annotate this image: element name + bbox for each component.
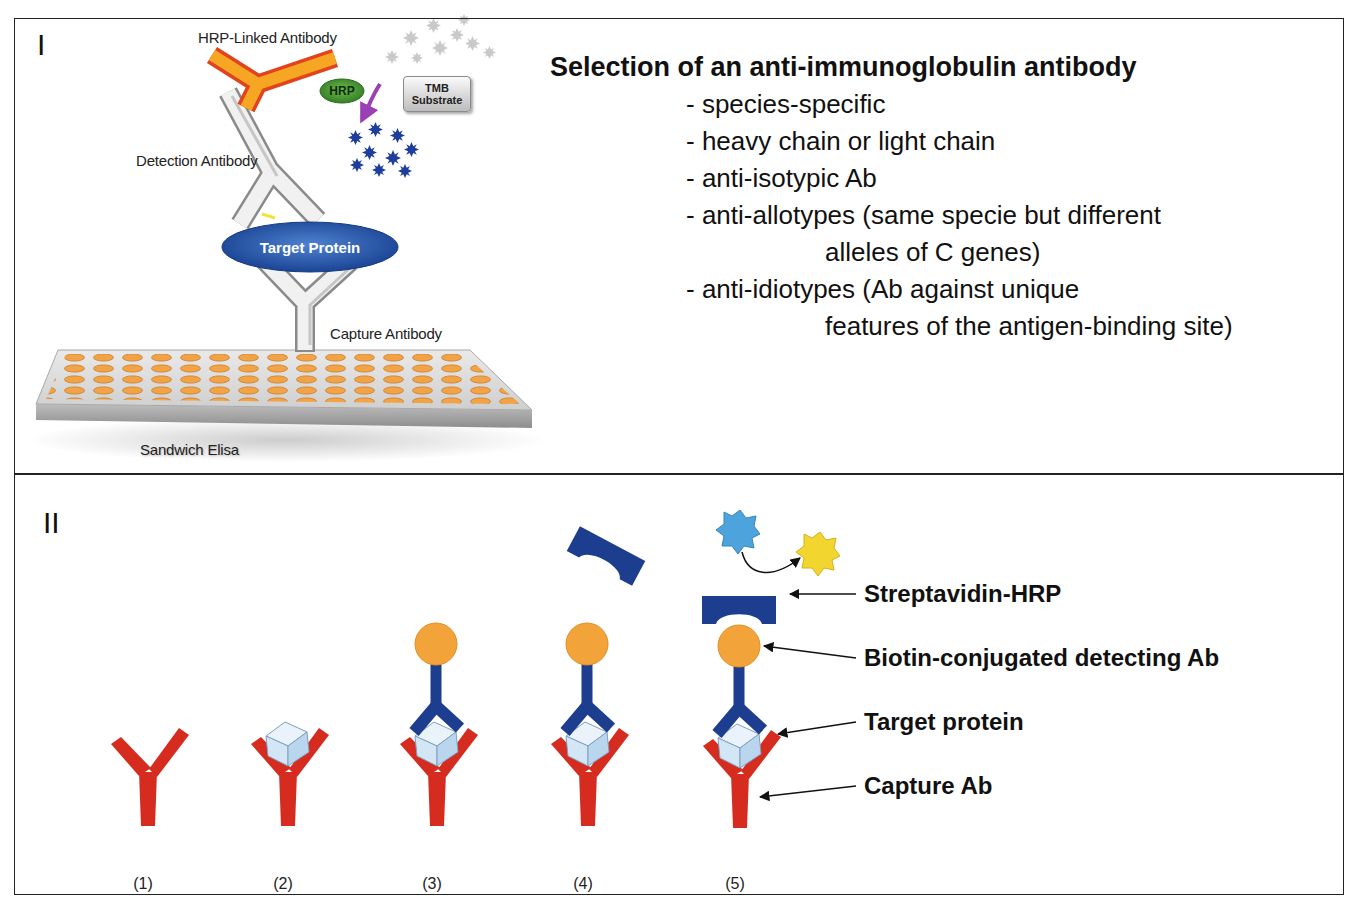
product-particles <box>398 164 412 178</box>
list-item: - anti-allotypes (same specie but differ… <box>686 197 1231 271</box>
elisa-plate <box>25 350 545 462</box>
capture-antibody-red <box>111 728 189 826</box>
step-number: (3) <box>402 875 462 893</box>
substrate-particles <box>458 14 470 26</box>
leader-arrow <box>778 722 856 734</box>
leader-arrow <box>760 594 856 797</box>
callout-label: Capture Ab <box>864 772 992 800</box>
target-protein-ellipse-fill <box>222 222 398 272</box>
product-particles <box>390 128 405 143</box>
biotin-detecting-antibody <box>565 623 611 732</box>
product-particles <box>372 163 386 177</box>
part-label: Sandwich Elisa <box>140 441 239 458</box>
hrp-linked-antibody <box>212 55 335 108</box>
panel-frame: II <box>14 474 1344 895</box>
tmb-substrate-box: TMB Substrate <box>403 76 471 112</box>
hrp-linked-antibody <box>212 55 335 108</box>
list-item: - heavy chain or light chain <box>686 123 995 160</box>
enzyme-label: HRP <box>319 78 365 104</box>
biotin-detecting-antibody <box>414 623 460 732</box>
callout-label: Streptavidin-HRP <box>864 580 1061 608</box>
elisa-plate <box>36 350 532 410</box>
leader-arrow <box>760 786 856 797</box>
part-label: Detection Antibody <box>136 152 257 169</box>
substrate-conversion <box>716 510 840 576</box>
panel-numeral: II <box>43 506 60 540</box>
substrate-conversion <box>796 532 840 576</box>
substrate-particles <box>465 36 480 51</box>
substrate-label: TMB Substrate <box>404 77 470 111</box>
elisa-plate <box>46 354 520 404</box>
wrap-spacer <box>1176 271 1326 301</box>
substrate-particles <box>385 50 399 64</box>
protein-label: Target Protein <box>221 221 399 273</box>
callout-label: Target protein <box>864 708 1024 736</box>
panel-frame: I HRP TMB SubstrateTarget Protein <box>14 18 1344 474</box>
product-particles <box>350 158 364 172</box>
leader-arrow <box>790 593 856 595</box>
step-number: (1) <box>113 875 173 893</box>
target-protein-ellipse: Target Protein <box>221 221 399 273</box>
product-particles <box>404 142 419 157</box>
product-particles <box>368 122 383 137</box>
step-number: (4) <box>553 875 613 893</box>
substrate-conversion <box>716 510 760 554</box>
hrp-enzyme-fill <box>320 79 364 103</box>
list-heading: Selection of an anti-immunoglobulin anti… <box>550 52 1137 83</box>
reaction-arrow <box>362 84 380 120</box>
substrate-conversion <box>742 552 800 572</box>
biotin-detecting-antibody <box>717 625 763 734</box>
leader-arrow <box>764 646 856 658</box>
hrp-enzyme: HRP <box>319 78 365 104</box>
substrate-particles <box>411 52 423 64</box>
substrate-particles <box>432 40 448 56</box>
binding-mark <box>262 214 275 218</box>
list-item: - anti-idiotypes (Ab against unique feat… <box>686 271 1326 345</box>
biotin-detecting-antibody <box>414 623 763 734</box>
list-item: - anti-isotypic Ab <box>686 160 877 197</box>
callout-label: Biotin-conjugated detecting Ab <box>864 644 1219 672</box>
step-number: (5) <box>705 875 765 893</box>
step-number: (2) <box>253 875 313 893</box>
substrate-particles <box>426 18 441 33</box>
substrate-particles <box>450 28 464 42</box>
list-item: - species-specific <box>686 86 885 123</box>
substrate-particles <box>483 46 496 59</box>
hrp-linked-antibody <box>212 55 335 108</box>
product-particles <box>348 130 363 145</box>
panel-numeral: I <box>37 28 45 62</box>
part-label: Capture Antibody <box>330 325 442 342</box>
substrate-particles <box>403 30 419 46</box>
target-protein-cube <box>266 722 761 768</box>
target-protein-cube <box>266 722 309 766</box>
substrate-particles <box>385 14 496 64</box>
product-particles <box>362 145 377 160</box>
product-particles <box>385 150 401 166</box>
part-label: HRP-Linked Antibody <box>198 29 337 46</box>
product-particles <box>348 122 419 178</box>
streptavidin-hrp-shape <box>702 596 776 624</box>
streptavidin-hrp-shape <box>567 526 645 585</box>
